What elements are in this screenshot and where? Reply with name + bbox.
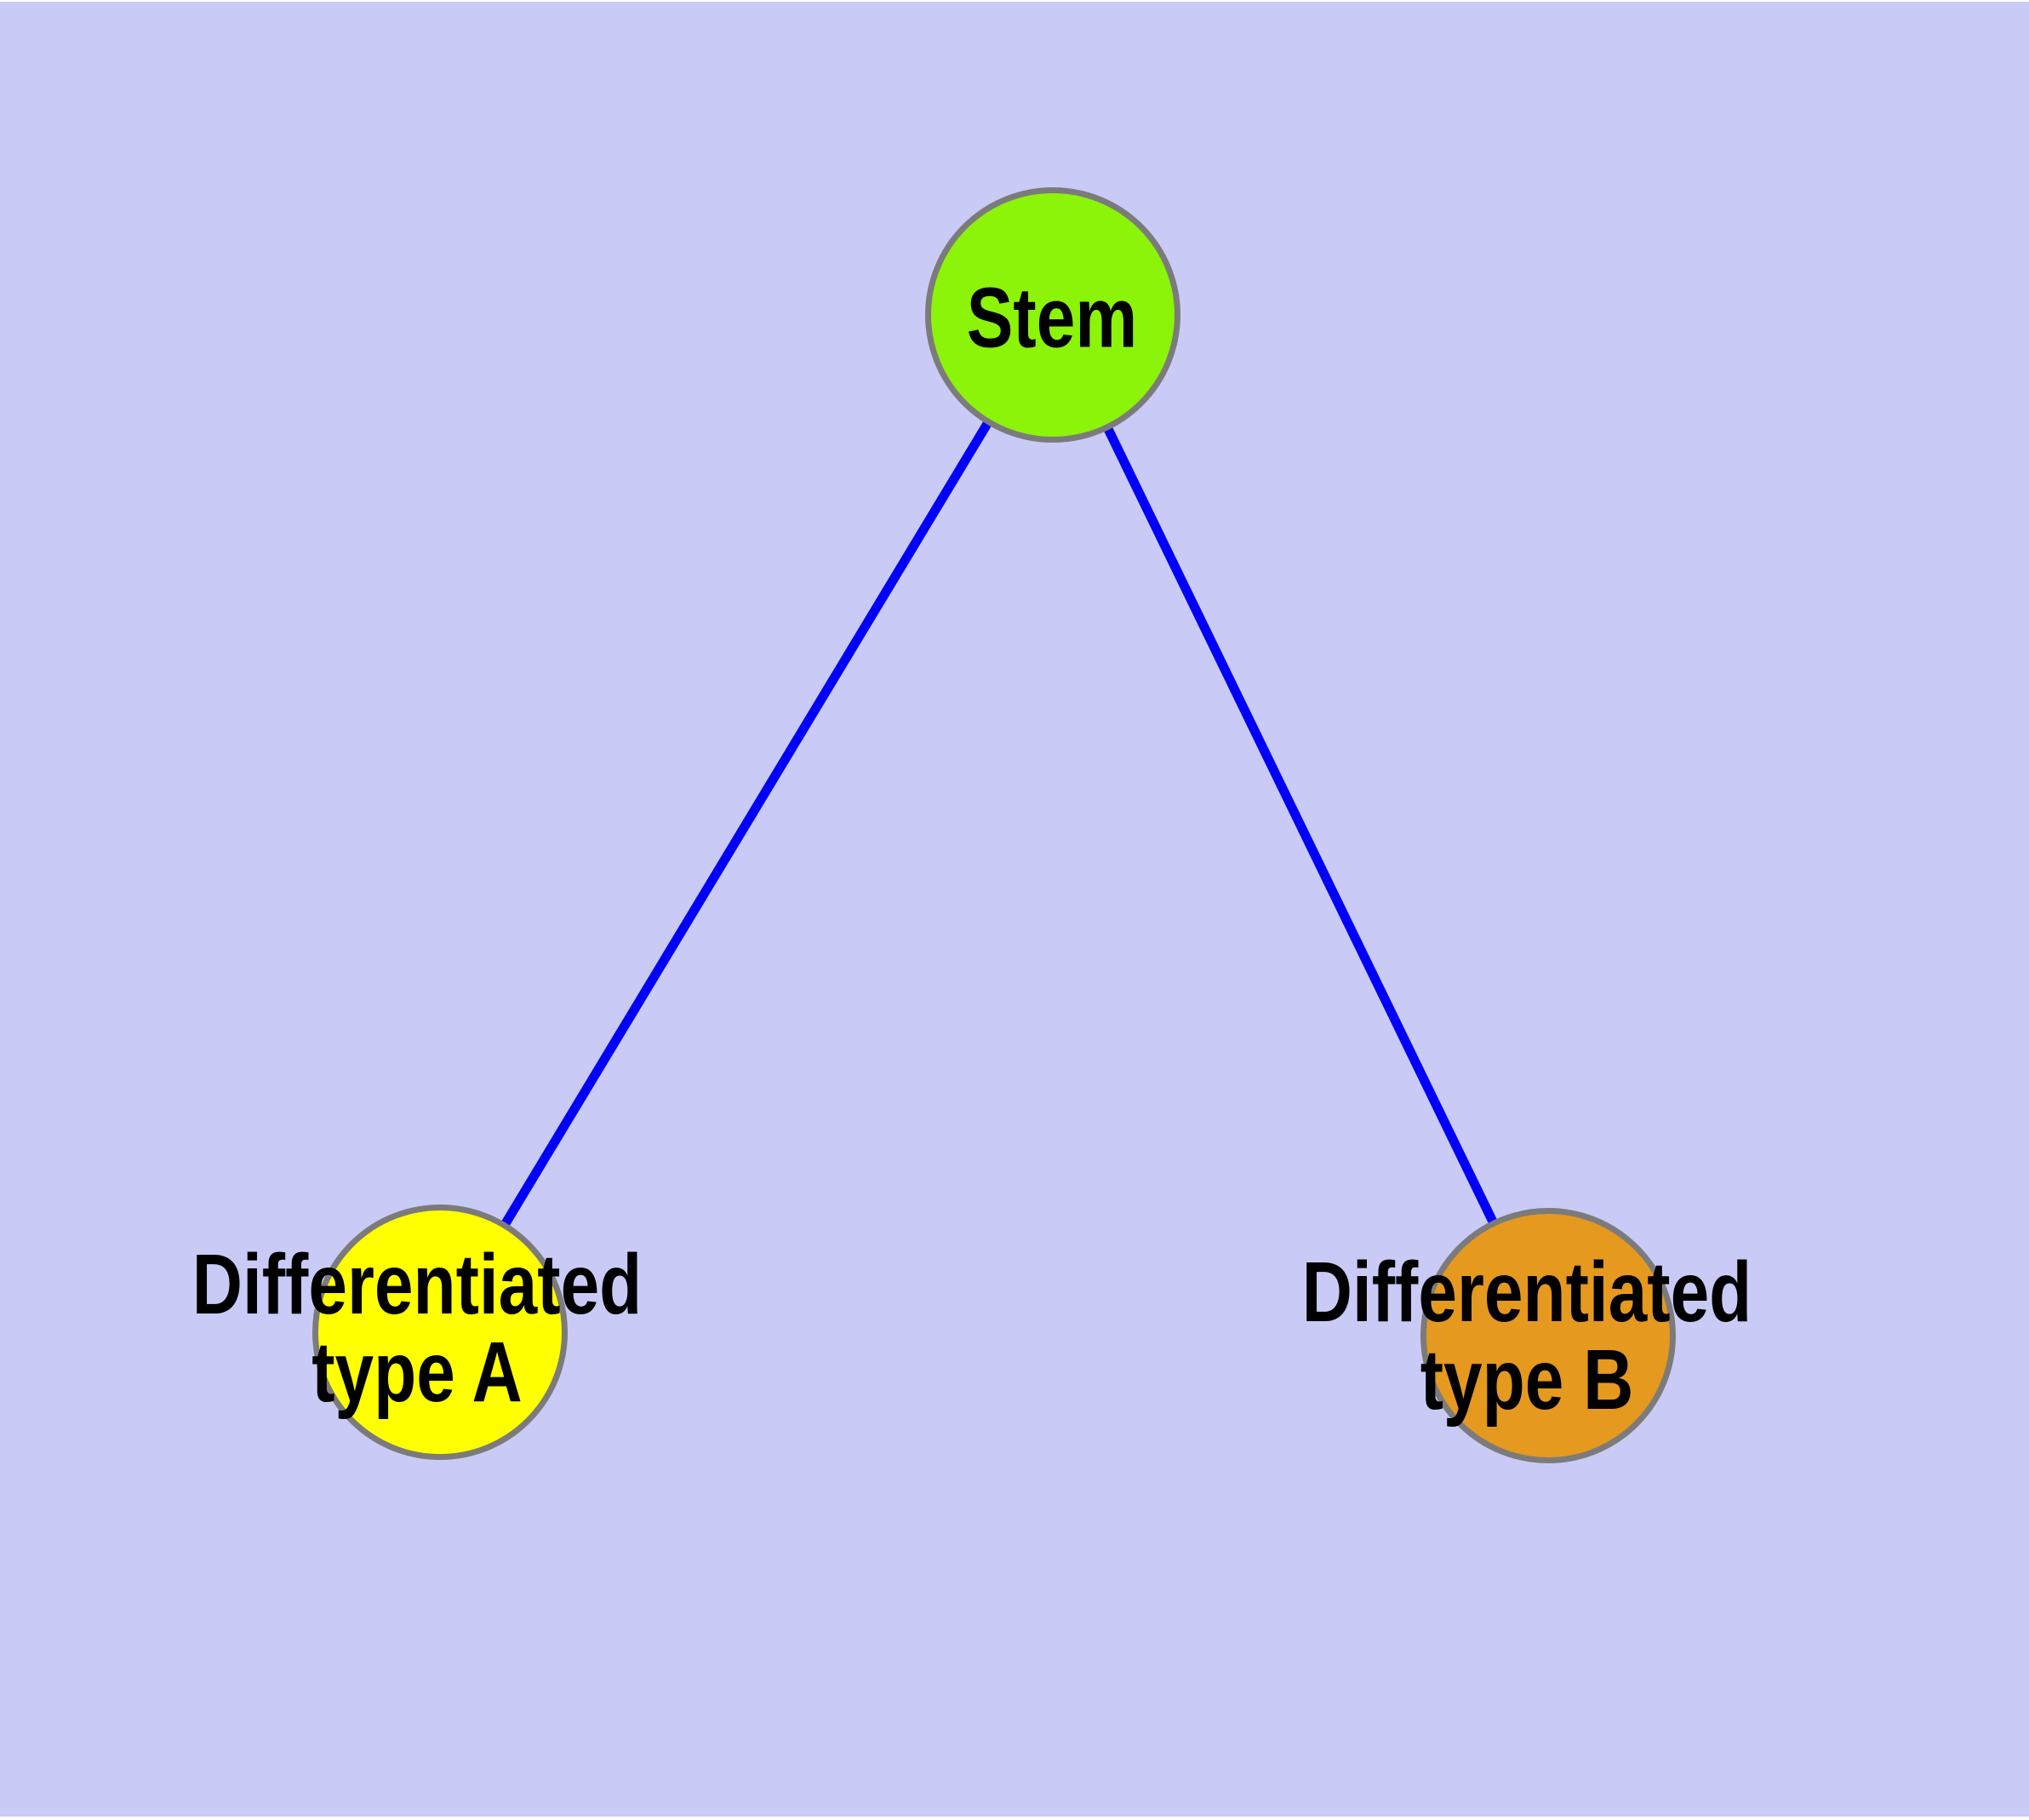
node-differentiated-type-b [1420,1208,1676,1463]
node-label-differentiated-type-b: Differentiated type B [1301,1245,1752,1428]
node-label-differentiated-type-a: Differentiated type A [191,1237,643,1420]
node-stem [925,187,1180,443]
edge-stem-to-type-b [1049,312,1552,1338]
node-differentiated-type-a [312,1205,568,1460]
node-label-stem: Stem [966,270,1138,366]
edge-stem-to-type-a [436,312,1057,1335]
